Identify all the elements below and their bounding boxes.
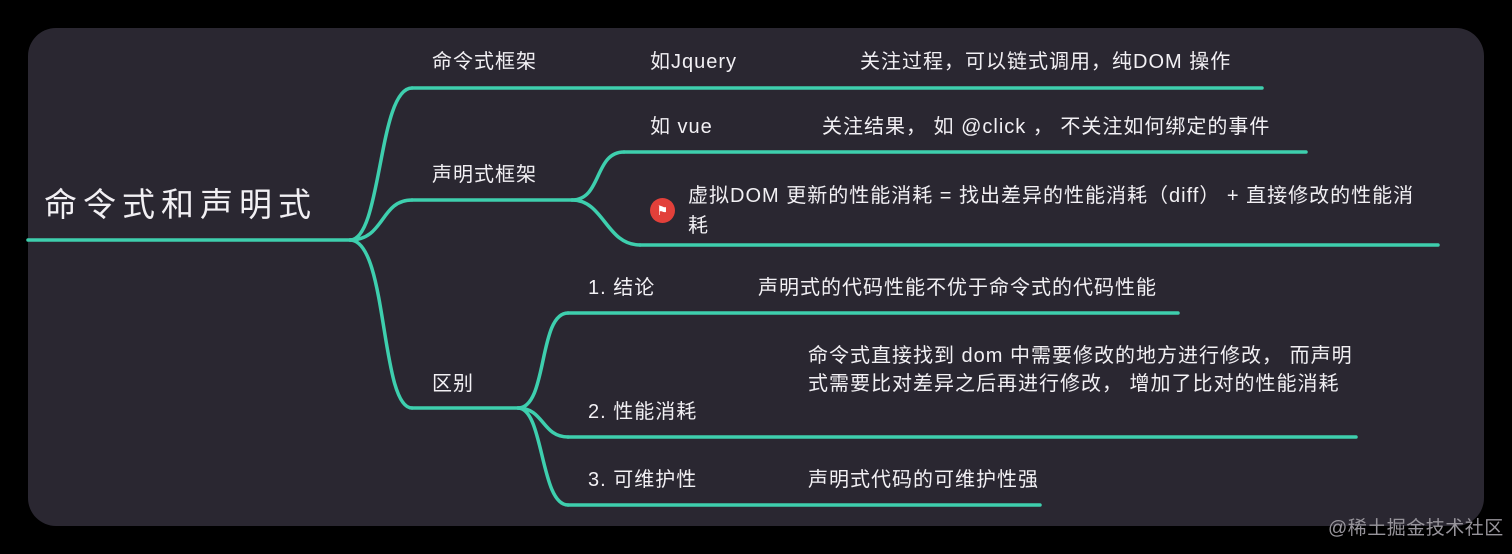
node-conclusion: 1. 结论 bbox=[588, 277, 656, 299]
node-jquery-detail: 关注过程，可以链式调用，纯DOM 操作 bbox=[860, 51, 1232, 73]
node-imperative-framework: 命令式框架 bbox=[432, 51, 537, 73]
node-difference: 区别 bbox=[432, 373, 474, 395]
mindmap-canvas bbox=[28, 28, 1484, 526]
node-vdom-cost: 虚拟DOM 更新的性能消耗 = 找出差异的性能消耗（diff） + 直接修改的性… bbox=[688, 185, 1415, 237]
watermark: @稀土掘金技术社区 bbox=[1328, 518, 1504, 539]
node-maintainability-detail: 声明式代码的可维护性强 bbox=[808, 469, 1039, 491]
node-performance: 2. 性能消耗 bbox=[588, 401, 698, 423]
node-jquery: 如Jquery bbox=[650, 51, 738, 73]
node-declarative-framework: 声明式框架 bbox=[432, 164, 537, 186]
node-maintainability: 3. 可维护性 bbox=[588, 469, 698, 491]
root-node: 命令式和声明式 bbox=[44, 186, 317, 223]
flag-icon: ⚑ bbox=[650, 198, 675, 223]
node-performance-detail: 命令式直接找到 dom 中需要修改的地方进行修改， 而声明式需要比对差异之后再进… bbox=[808, 345, 1353, 395]
node-conclusion-detail: 声明式的代码性能不优于命令式的代码性能 bbox=[758, 277, 1157, 299]
node-vue-detail: 关注结果， 如 @click ， 不关注如何绑定的事件 bbox=[822, 116, 1271, 138]
node-vue: 如 vue bbox=[650, 116, 713, 138]
